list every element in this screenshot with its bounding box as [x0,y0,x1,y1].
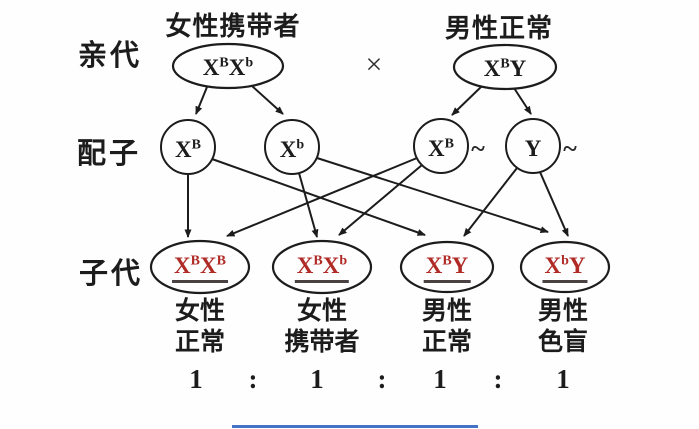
gamete-label-3: XB [428,136,454,161]
arrow-gamete4-to-offspring4 [539,171,569,237]
arrow-father-to-gamete4 [513,87,532,115]
arrow-mother-to-gamete1 [195,86,208,115]
arrow-gamete2-to-offspring2 [298,172,319,238]
father-title: 男性正常 [444,14,554,43]
ratio-separator-2: : [377,364,387,394]
arrow-gamete2-to-offspring4 [316,157,549,234]
arrow-father-to-gamete3 [451,85,483,116]
offspring-ellipse-2 [271,239,373,295]
mother-ellipse [171,42,285,90]
arrow-gamete3-to-offspring1 [226,157,418,237]
ratio-separator-1: : [248,364,258,394]
gamete-circle-maternal-xb2 [264,119,320,175]
offspring-genotype-4: XbY [542,253,588,283]
cross-symbol: × [365,48,383,81]
mother-genotype: XBXb [202,55,254,80]
father-genotype: XBY [483,56,527,81]
offspring-genotype-1: XBXB [172,253,228,283]
gamete-circle-paternal-xb [413,118,469,174]
tilde-mark-gamete-4: ~ [563,134,577,163]
offspring-phenotype-1: 女性正常 [174,298,226,356]
gamete-circle-paternal-y [505,118,561,174]
arrow-mother-to-gamete2 [251,85,284,115]
gamete-label-2: Xb [279,137,305,162]
gamete-label-1: XB [175,137,201,162]
ratio-value-2: 1 [310,364,324,394]
offspring-ellipse-3 [399,240,495,294]
offspring-phenotype-4: 男性色盲 [537,298,589,356]
ratio-separator-3: : [493,364,503,394]
offspring-genotype-3: XBY [423,253,471,283]
offspring-phenotype-2: 女性携带者 [284,298,360,356]
arrow-gamete1-to-offspring3 [211,158,426,236]
gamete-label-4: Y [524,136,542,161]
row-label-parents: 亲代 [78,40,143,72]
father-ellipse [452,43,558,91]
ratio-value-3: 1 [433,364,447,394]
mother-title: 女性携带者 [165,12,301,41]
offspring-ellipse-1 [149,239,251,295]
offspring-genotype-2: XBXb [294,253,350,283]
arrow-gamete3-to-offspring2 [338,164,423,236]
gamete-circle-maternal-xb1 [160,119,216,175]
row-label-gametes: 配子 [77,138,142,170]
offspring-phenotype-3: 男性正常 [421,298,473,356]
ratio-value-1: 1 [189,364,203,394]
row-label-offspring: 子代 [79,258,144,290]
arrow-gamete4-to-offspring3 [463,167,518,237]
bottom-blue-line [232,425,478,428]
offspring-ellipse-4 [519,240,611,294]
ratio-value-4: 1 [556,364,570,394]
tilde-mark-gamete-3: ~ [471,134,485,163]
